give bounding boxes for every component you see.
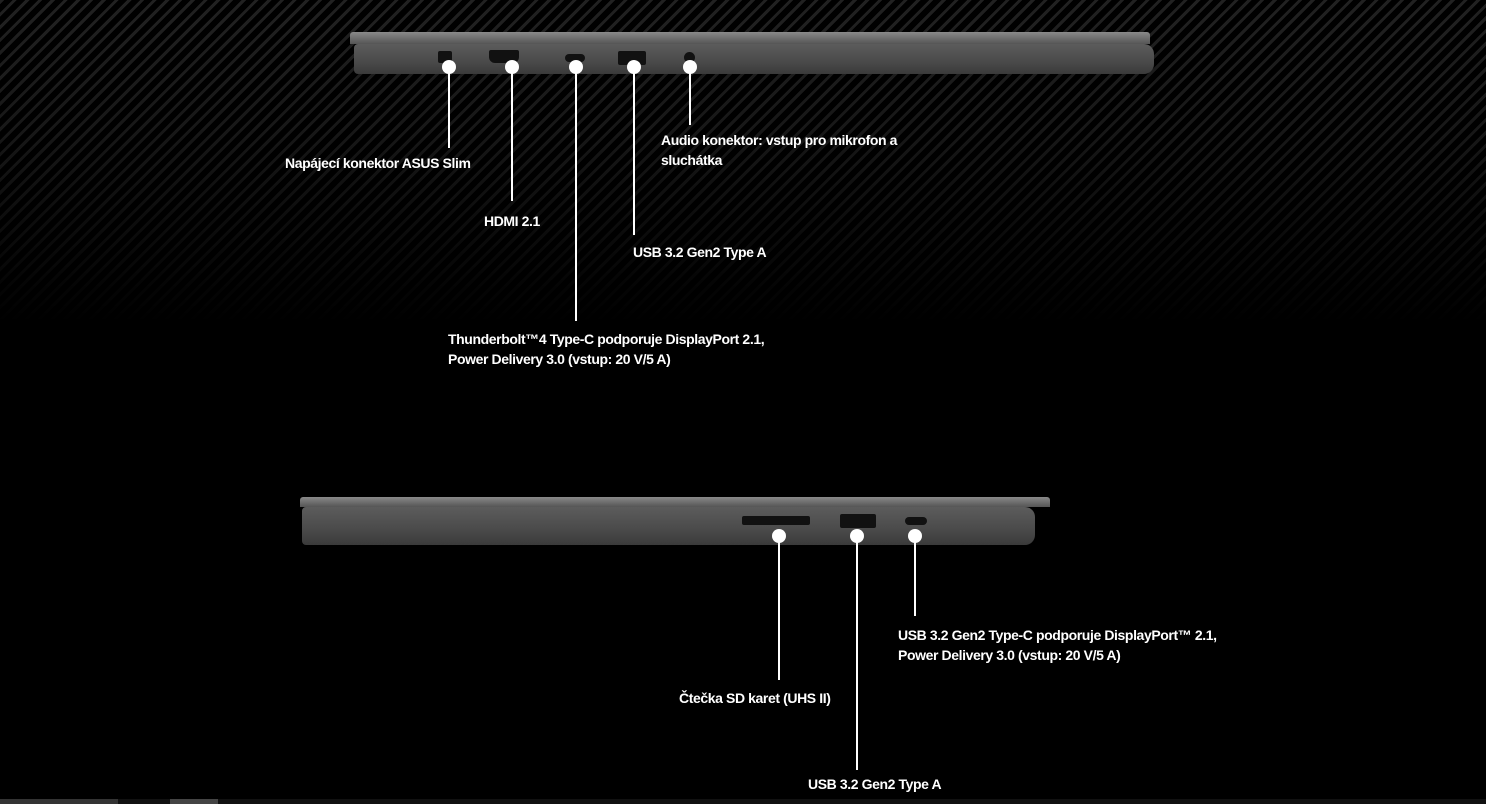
audio-jack <box>684 52 695 63</box>
callout-line <box>633 67 635 235</box>
label-line: Thunderbolt™4 Type-C podporuje DisplayPo… <box>448 331 765 347</box>
callout-line <box>914 536 916 616</box>
hdmi-port <box>489 50 519 63</box>
horizontal-scrollbar[interactable] <box>0 799 1486 804</box>
label-line: Audio konektor: vstup pro mikrofon a <box>661 132 898 148</box>
label-asus-slim: Napájecí konektor ASUS Slim <box>285 155 471 171</box>
sd-card-slot <box>742 516 810 525</box>
callout-line <box>689 67 691 125</box>
callout-line <box>511 67 513 201</box>
callout-line <box>575 67 577 321</box>
callout-dot <box>850 529 864 543</box>
callout-line <box>448 67 450 148</box>
label-usb-a: USB 3.2 Gen2 Type A <box>633 244 767 260</box>
laptop-body <box>354 44 1154 74</box>
label-usb-a-right: USB 3.2 Gen2 Type A <box>808 776 942 792</box>
label-line: Power Delivery 3.0 (vstup: 20 V/5 A) <box>898 647 1121 663</box>
label-thunderbolt: Thunderbolt™4 Type-C podporuje DisplayPo… <box>448 329 765 369</box>
label-audio: Audio konektor: vstup pro mikrofon a slu… <box>661 130 897 170</box>
label-line: Power Delivery 3.0 (vstup: 20 V/5 A) <box>448 351 671 367</box>
thunderbolt-port <box>565 54 585 62</box>
callout-dot <box>627 60 641 74</box>
callout-dot <box>908 529 922 543</box>
scrollbar-segment[interactable] <box>0 799 118 804</box>
callout-line <box>856 536 858 770</box>
label-line: USB 3.2 Gen2 Type-C podporuje DisplayPor… <box>898 627 1217 643</box>
callout-dot <box>683 60 697 74</box>
label-hdmi: HDMI 2.1 <box>484 213 540 229</box>
scrollbar-thumb[interactable] <box>170 799 218 804</box>
label-usb-c: USB 3.2 Gen2 Type-C podporuje DisplayPor… <box>898 625 1217 665</box>
usb-a-port <box>840 514 876 528</box>
laptop-lid <box>350 32 1150 44</box>
callout-dot <box>505 60 519 74</box>
callout-line <box>778 536 780 680</box>
callout-dot <box>772 529 786 543</box>
callout-dot <box>442 60 456 74</box>
label-sd-reader: Čtečka SD karet (UHS II) <box>679 690 831 706</box>
laptop-body <box>302 507 1035 545</box>
laptop-lid <box>300 497 1050 507</box>
label-line: sluchátka <box>661 152 722 168</box>
callout-dot <box>569 60 583 74</box>
usb-c-port <box>905 517 927 525</box>
